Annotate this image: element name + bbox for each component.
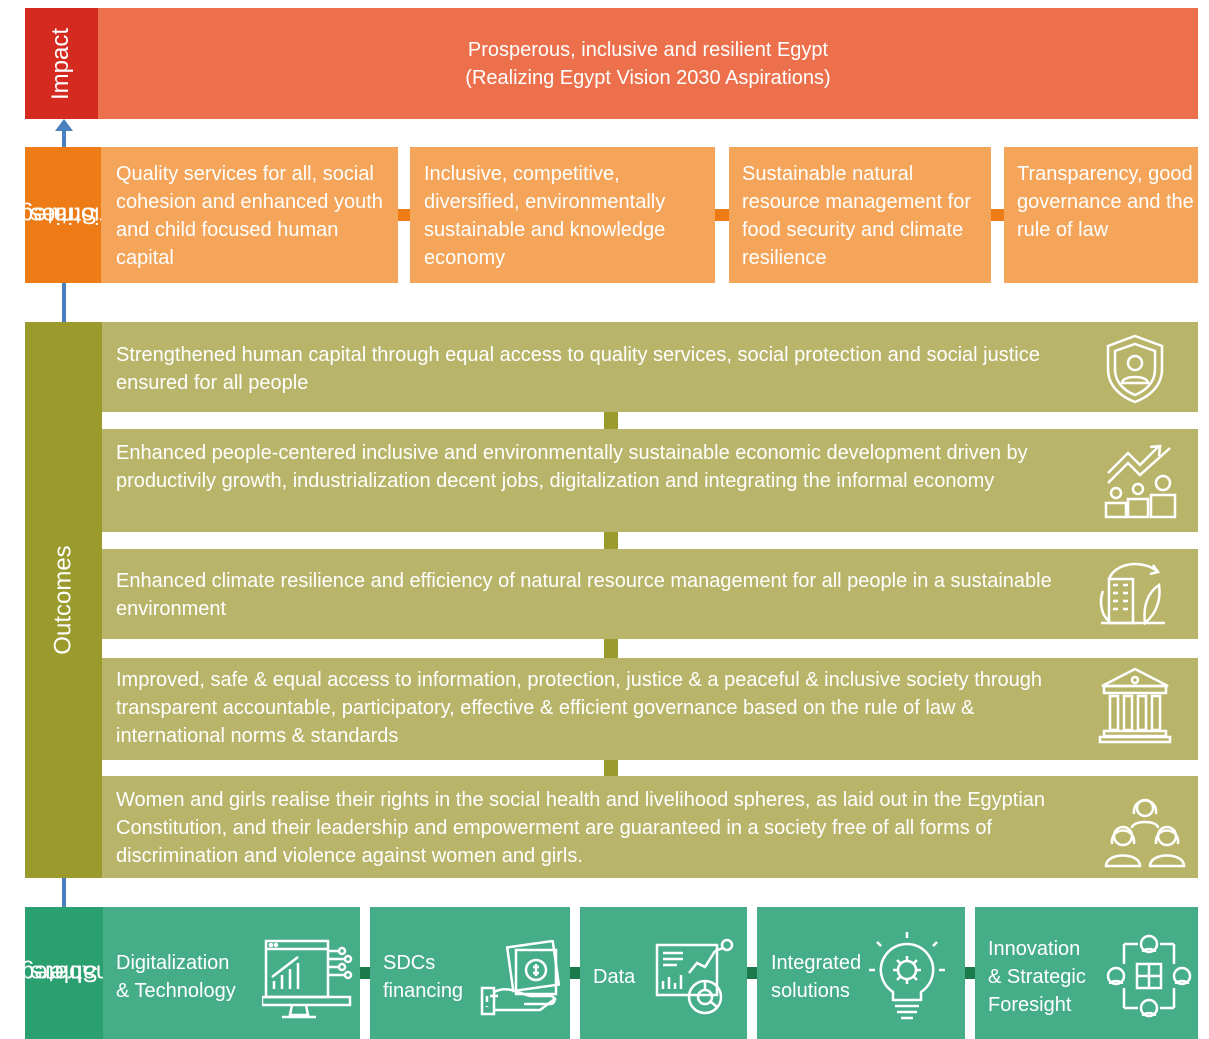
outcome-text: Women and girls realise their rights in …: [116, 789, 1046, 867]
enabler-text: solutions: [771, 980, 850, 1002]
priority-text: Inclusive, competitive, diversified, env…: [424, 163, 666, 269]
outcome-text: Improved, safe & equal access to informa…: [116, 669, 1043, 747]
priority-text: Quality services for all, social cohesio…: [116, 163, 383, 269]
lightbulb-gear-icon: [867, 930, 947, 1022]
growth-people-icon: [1098, 443, 1180, 523]
enabler-text: Data: [593, 966, 636, 988]
enabler-text: SDCs: [383, 952, 436, 974]
outcome-text: Strengthened human capital through equal…: [116, 344, 1040, 394]
enabler-connector: [965, 967, 975, 979]
priority-text: Transparency, good governance and the ru…: [1017, 163, 1194, 241]
outcome-box-3: Enhanced climate resilience and efficien…: [102, 549, 1198, 639]
priority-connector: [991, 209, 1004, 221]
monitor-chart-icon: [262, 937, 354, 1023]
women-group-icon: [1102, 788, 1188, 870]
outcome-box-1: Strengthened human capital through equal…: [102, 322, 1198, 412]
enabler-text: Foresight: [988, 994, 1072, 1016]
enabler-box-4: Integrated solutions: [757, 907, 965, 1039]
shield-person-icon: [1100, 333, 1170, 405]
outcome-text: Enhanced people-centered inclusive and e…: [116, 442, 1028, 492]
enabler-connector: [747, 967, 757, 979]
enabler-box-3: Data: [580, 907, 747, 1039]
government-building-icon: [1098, 666, 1172, 746]
priority-connector: [398, 209, 410, 221]
enabler-text: & Strategic: [988, 966, 1086, 988]
impact-label: Impact: [25, 8, 98, 119]
enabler-text: financing: [383, 980, 464, 1002]
building-leaf-icon: [1095, 557, 1171, 629]
outcome-box-2: Enhanced people-centered inclusive and e…: [102, 429, 1198, 532]
priority-connector: [715, 209, 729, 221]
outcome-text: Enhanced climate resilience and efficien…: [116, 570, 1052, 620]
enabler-connector: [360, 967, 370, 979]
outcomes-label: Outcomes: [25, 322, 102, 878]
network-people-icon: [1104, 932, 1194, 1020]
enabler-connector: [570, 967, 580, 979]
enabler-text: Integrated: [771, 952, 862, 974]
enabler-box-1: Digitalization & Technology: [103, 907, 360, 1039]
hand-money-icon: [480, 940, 562, 1018]
enabler-text: & Technology: [116, 980, 236, 1002]
flow-arrow-head: [55, 119, 73, 131]
impact-box: Prosperous, inclusive and resilient Egyp…: [98, 8, 1198, 119]
data-dashboard-icon: [653, 937, 737, 1023]
impact-line-2: (Realizing Egypt Vision 2030 Aspirations…: [465, 67, 831, 89]
enabler-text: Innovation: [988, 938, 1081, 960]
impact-line-1: Prosperous, inclusive and resilient Egyp…: [467, 39, 829, 61]
priority-box-3: Sustainable natural resource management …: [729, 147, 991, 283]
outcome-box-5: Women and girls realise their rights in …: [102, 776, 1198, 878]
priority-box-4: Transparency, good governance and the ru…: [1004, 147, 1198, 283]
priority-box-2: Inclusive, competitive, diversified, env…: [410, 147, 715, 283]
outcome-box-4: Improved, safe & equal access to informa…: [102, 658, 1198, 760]
priority-box-1: Quality services for all, social cohesio…: [101, 147, 398, 283]
enabler-text: Digitalization: [116, 952, 230, 974]
priority-text: Sustainable natural resource management …: [742, 163, 972, 269]
